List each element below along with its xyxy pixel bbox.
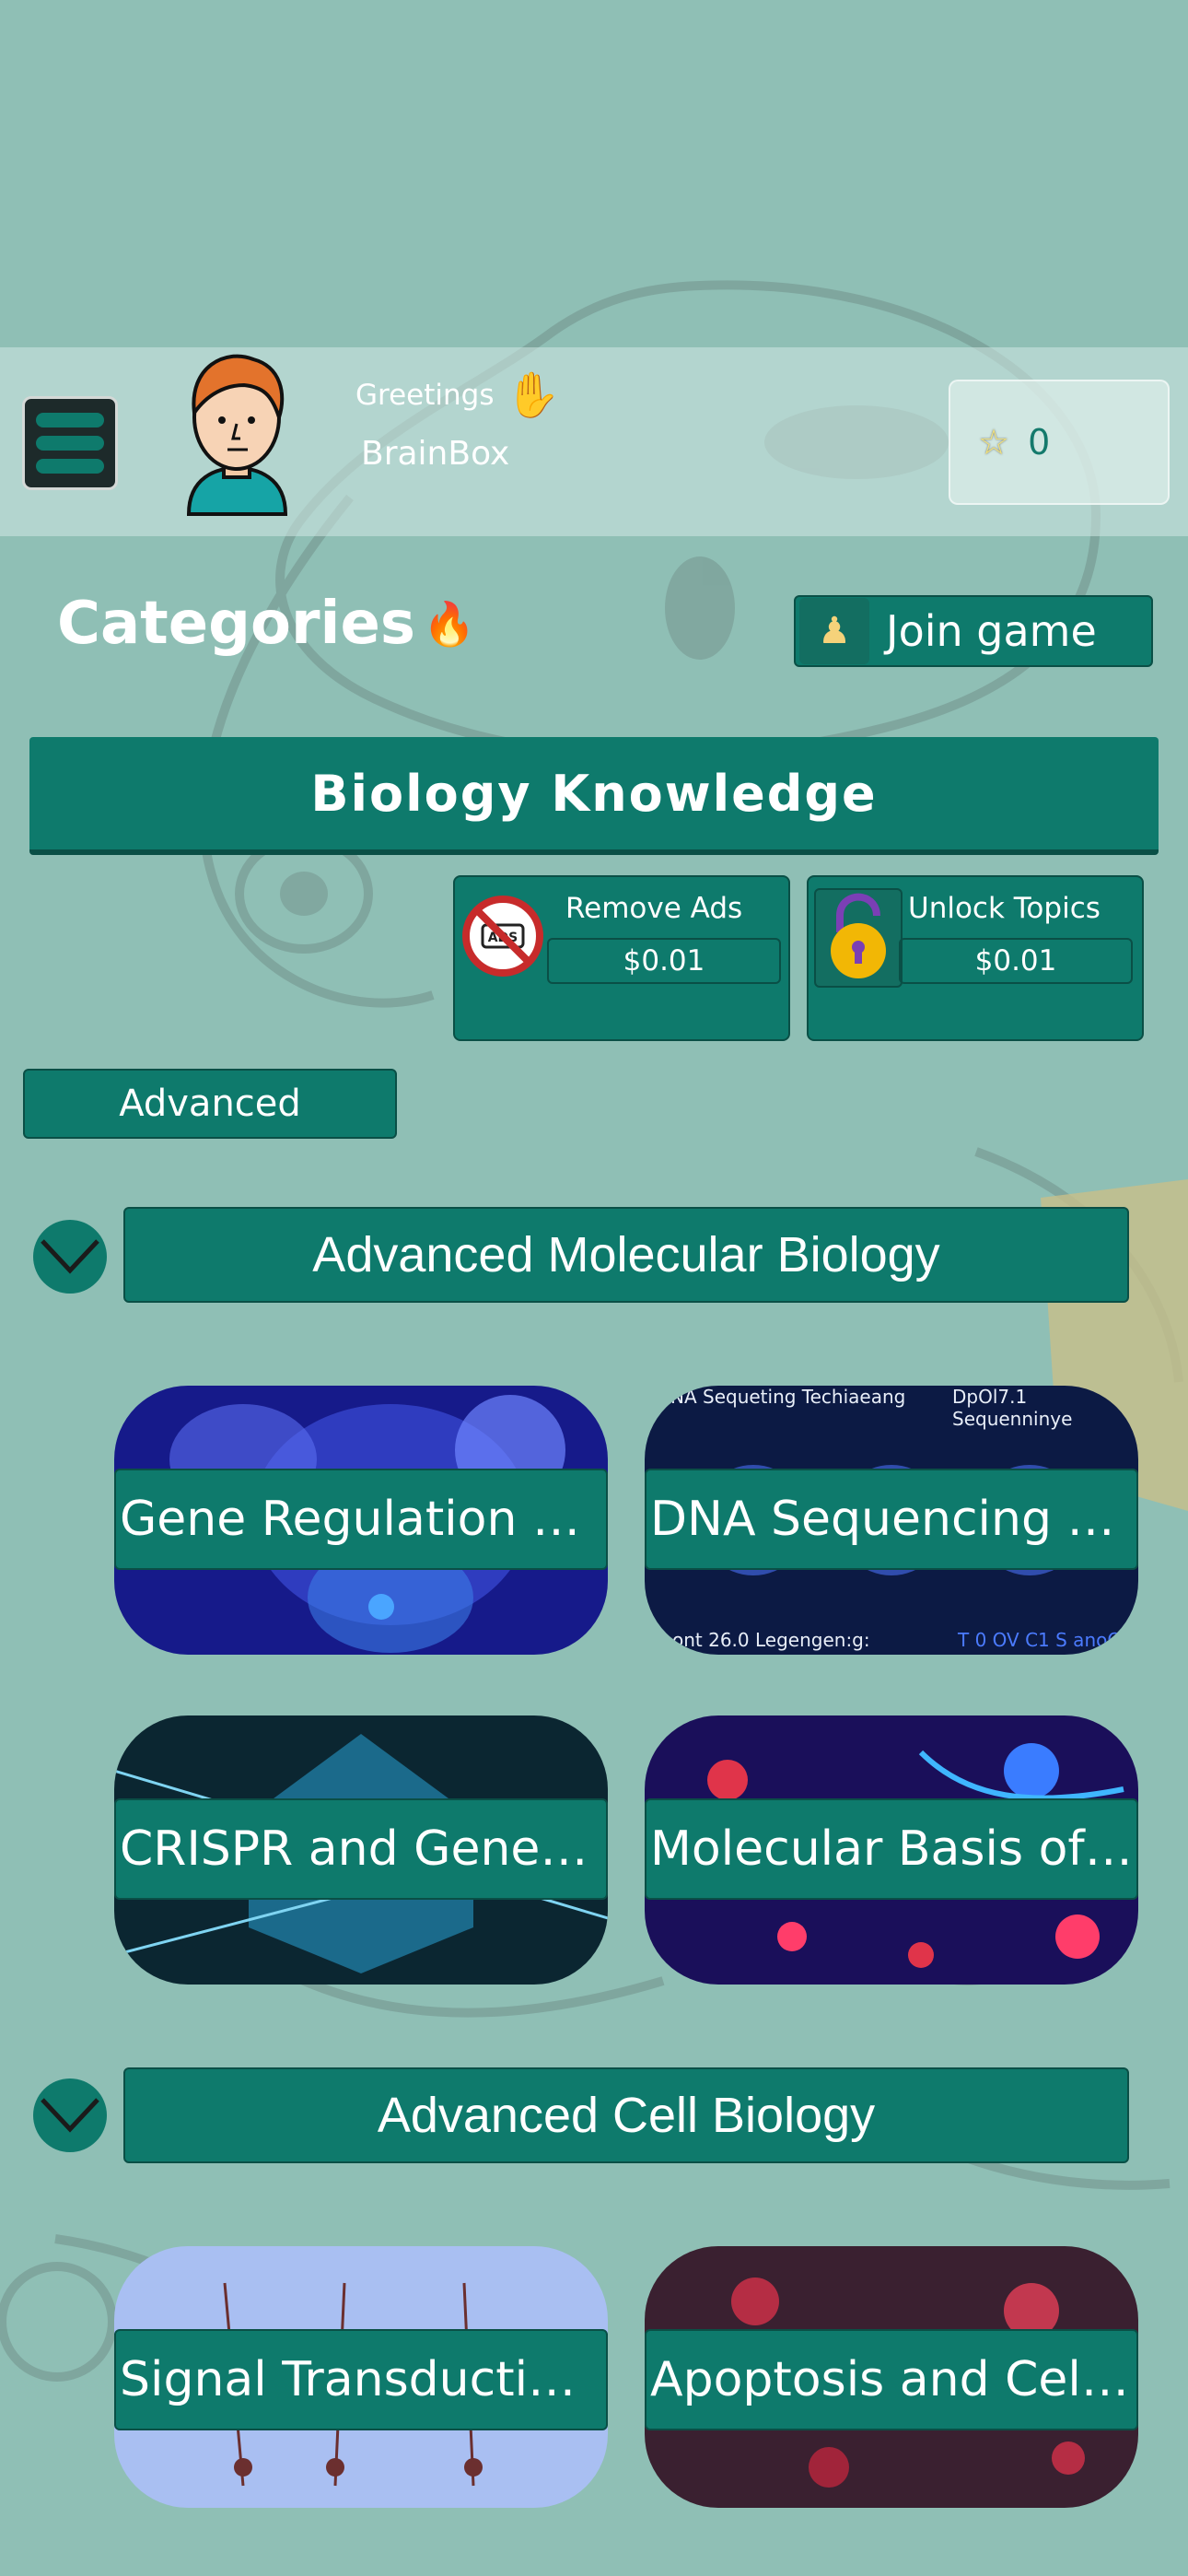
score-box[interactable]: ☆ 0 xyxy=(949,380,1170,505)
remove-ads-label: Remove Ads xyxy=(565,892,743,925)
join-game-label: Join game xyxy=(886,606,1097,656)
dna-image-text-bottom-left: ont 26.0 Legengen:g: xyxy=(672,1629,870,1651)
players-icon: ♟ xyxy=(799,598,869,664)
username: BrainBox xyxy=(361,435,510,473)
dna-image-text-bottom-right: T 0 OV C1 S anoO xyxy=(958,1629,1123,1651)
topic-label: Gene Regulation an... xyxy=(114,1469,608,1570)
collapse-section-1-button[interactable] xyxy=(33,1220,107,1294)
unlock-topics-price[interactable]: $0.01 xyxy=(899,938,1133,984)
waving-hand-icon: ✋ xyxy=(505,369,561,421)
quiz-title-banner[interactable]: Biology Knowledge xyxy=(29,737,1159,855)
star-icon: ☆ xyxy=(978,422,1010,463)
unlock-topics-card[interactable]: Unlock Topics $0.01 xyxy=(807,875,1144,1041)
topic-card-signal-transduction[interactable]: Signal Transduction... xyxy=(114,2246,608,2508)
no-ads-icon: ADS xyxy=(460,888,545,984)
dna-image-text-top-right: DpOl7.1 Sequenninye xyxy=(952,1386,1073,1430)
section-header-molecular-biology[interactable]: Advanced Molecular Biology xyxy=(123,1207,1129,1303)
topic-label: CRISPR and Gene E... xyxy=(114,1798,608,1900)
remove-ads-price[interactable]: $0.01 xyxy=(547,938,781,984)
unlock-icon xyxy=(814,888,903,988)
collapse-section-2-button[interactable] xyxy=(33,2078,107,2152)
topic-label: Apoptosis and Cell ... xyxy=(645,2329,1138,2430)
hamburger-menu-icon[interactable] xyxy=(22,396,118,490)
topic-label: Molecular Basis of ... xyxy=(645,1798,1138,1900)
unlock-topics-label: Unlock Topics xyxy=(908,892,1101,925)
dna-image-text-top-left: NA Sequeting Techiaeang xyxy=(670,1386,906,1408)
topic-card-dna-sequencing[interactable]: NA Sequeting Techiaeang DpOl7.1 Sequenni… xyxy=(645,1386,1138,1655)
topic-card-apoptosis[interactable]: Apoptosis and Cell ... xyxy=(645,2246,1138,2508)
topic-card-gene-regulation[interactable]: Gene Regulation an... xyxy=(114,1386,608,1655)
remove-ads-card[interactable]: ADS Remove Ads $0.01 xyxy=(453,875,790,1041)
user-avatar[interactable] xyxy=(170,339,304,523)
topic-card-crispr[interactable]: CRISPR and Gene E... xyxy=(114,1715,608,1985)
section-header-cell-biology[interactable]: Advanced Cell Biology xyxy=(123,2067,1129,2163)
topic-label: DNA Sequencing T... xyxy=(645,1469,1138,1570)
chevron-down-icon xyxy=(41,1239,99,1274)
join-game-button[interactable]: ♟ Join game xyxy=(794,595,1153,667)
categories-title-text: Categories xyxy=(57,590,415,658)
categories-title: Categories 🔥 xyxy=(57,590,475,658)
chevron-down-icon xyxy=(41,2098,99,2133)
greeting-text: Greetings xyxy=(355,378,495,412)
topic-label: Signal Transduction... xyxy=(114,2329,608,2430)
level-tag[interactable]: Advanced xyxy=(23,1069,397,1139)
score-value: 0 xyxy=(1028,422,1051,463)
topic-card-molecular-basis[interactable]: Molecular Basis of ... xyxy=(645,1715,1138,1985)
greeting: Greetings ✋ xyxy=(355,369,560,421)
fire-icon: 🔥 xyxy=(422,598,476,649)
